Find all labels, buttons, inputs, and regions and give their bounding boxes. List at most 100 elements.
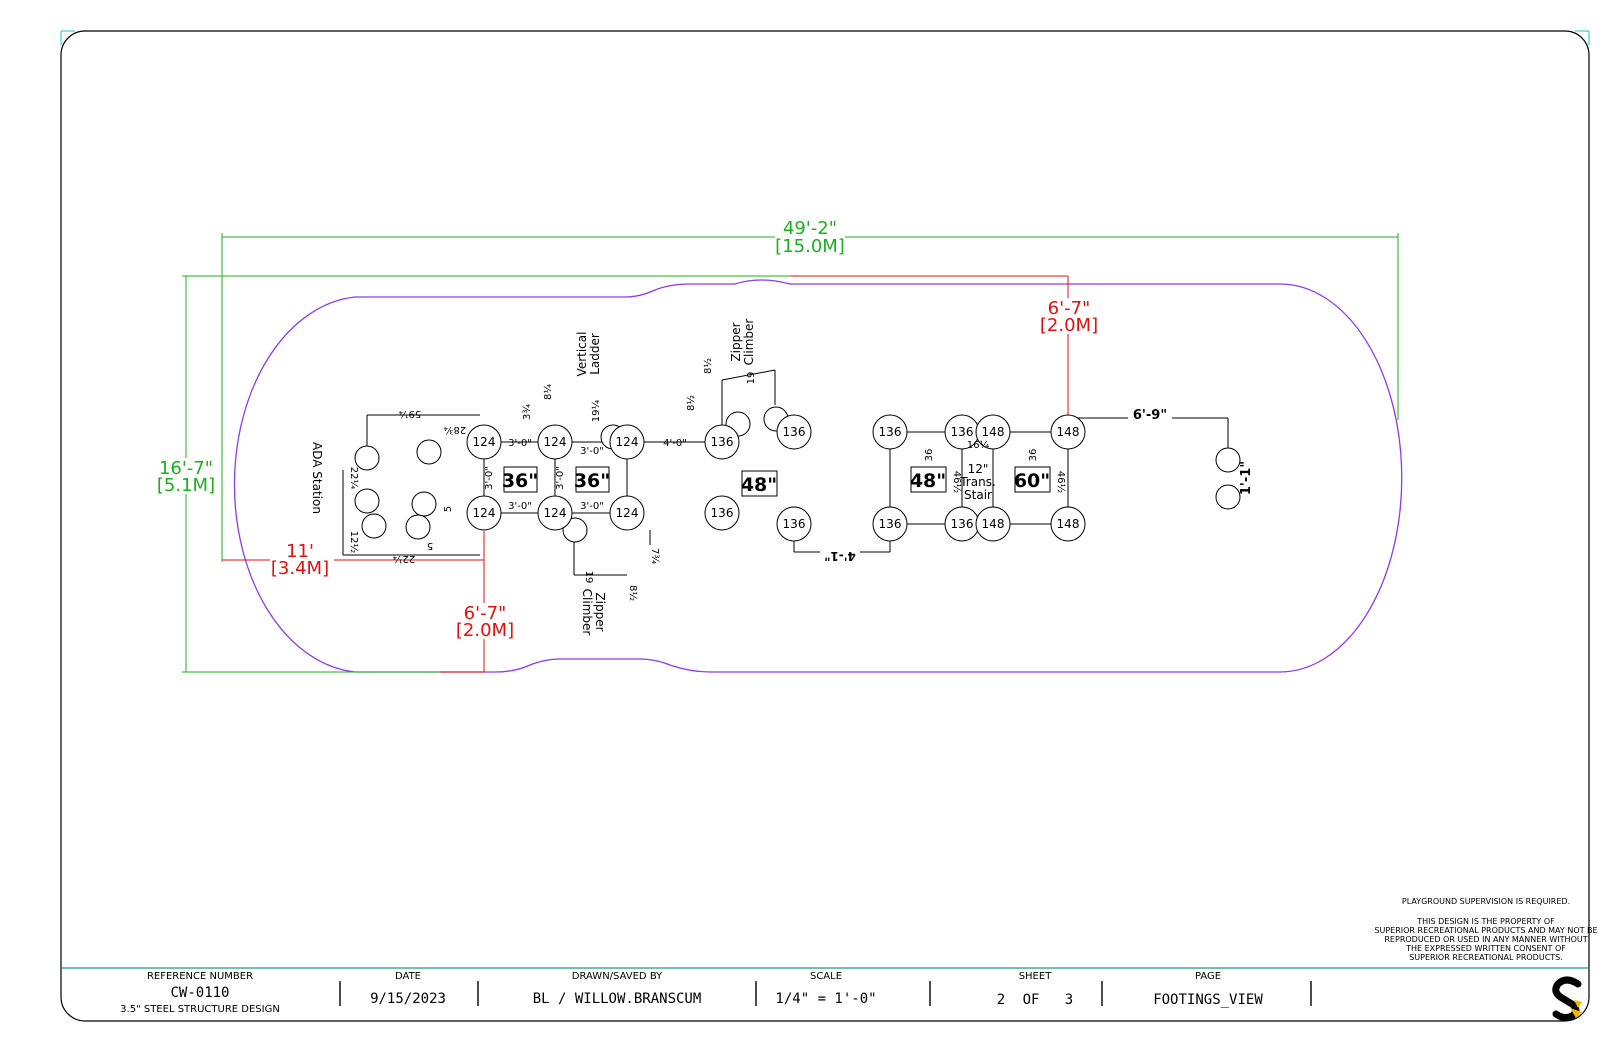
- deck-height-label: 36": [502, 470, 538, 492]
- spacing-label: 8½: [685, 395, 697, 411]
- post-footings: 124 124 124 124 124 124 136 136 136 136 …: [466, 414, 1086, 542]
- spacing-label: 59¼: [398, 408, 421, 420]
- left-offset-dimension: 11' [3.4M]: [222, 541, 484, 579]
- svg-text:124: 124: [616, 435, 639, 449]
- spacing-label: 5: [427, 540, 433, 551]
- overall-depth-ft: 16'-7": [159, 458, 213, 479]
- zipper-top-label-line2: Climber: [742, 319, 756, 366]
- zipper-bot-label-line2: Climber: [580, 589, 594, 636]
- overall-depth-m: [5.1M]: [157, 475, 215, 496]
- svg-text:124: 124: [616, 506, 639, 520]
- spacing-label: 22¼: [348, 467, 360, 490]
- corner-mark-top-right: [1575, 30, 1590, 45]
- overall-depth-dimension: 16'-7" [5.1M]: [156, 275, 800, 673]
- post-footing: 124: [537, 495, 573, 531]
- spacing-label: 36: [924, 449, 935, 462]
- date-label: DATE: [395, 971, 421, 982]
- reference-number-value: CW-0110: [170, 985, 229, 1001]
- svg-text:136: 136: [879, 517, 902, 531]
- sheet-total: 3: [1065, 992, 1073, 1008]
- svg-text:148: 148: [1057, 425, 1080, 439]
- spacing-label: 19¼: [590, 399, 602, 422]
- ladder-label-line1: Vertical: [575, 332, 589, 377]
- post-footing: 148: [975, 414, 1011, 450]
- spacing-label: 19: [583, 571, 594, 584]
- deck-height-label: 36": [574, 470, 610, 492]
- spacing-label: 28¾: [443, 424, 466, 435]
- right-run-dimension: 6'-9": [1133, 408, 1167, 423]
- spacing-label: 8½: [627, 585, 639, 601]
- post-footing: 124: [466, 495, 502, 531]
- sheet-of: OF: [1023, 992, 1040, 1008]
- spacing-labels: 3'-0" 3'-0" 3'-0" 3'-0" 3'-0" 3'-0" 4'-0…: [348, 358, 1067, 602]
- svg-text:124: 124: [473, 435, 496, 449]
- reference-number-label: REFERENCE NUMBER: [147, 971, 253, 982]
- post-footing: 124: [609, 495, 645, 531]
- spacing-label: 46½: [1055, 471, 1067, 494]
- overall-width-dimension: 49'-2" [15.0M]: [221, 218, 1399, 562]
- post-frame-lines: [342, 369, 1229, 576]
- spacing-label: 22¼: [392, 553, 415, 565]
- ladder-label-line2: Ladder: [588, 333, 602, 375]
- scale-label: SCALE: [810, 971, 842, 982]
- bottom-offset-ft: 6'-7": [464, 603, 507, 624]
- svg-text:136: 136: [783, 517, 806, 531]
- sheet-number: 2: [997, 992, 1005, 1008]
- property-note-line: SUPERIOR RECREATIONAL PRODUCTS.: [1409, 953, 1563, 962]
- svg-text:136: 136: [711, 435, 734, 449]
- post-footing: 136: [776, 506, 812, 542]
- title-block: REFERENCE NUMBER CW-0110 3.5" STEEL STRU…: [62, 967, 1588, 1022]
- deck-height-label: 48": [741, 474, 777, 496]
- post-footing: 124: [466, 424, 502, 460]
- deck-height-label: 60": [1014, 470, 1050, 492]
- spacing-label: 3'-0": [555, 466, 566, 490]
- svg-text:136: 136: [711, 506, 734, 520]
- post-footing: 136: [704, 424, 740, 460]
- deck-height-label: 48": [910, 470, 946, 492]
- top-offset-dimension: 6'-7" [2.0M]: [790, 275, 1100, 418]
- svg-text:136: 136: [951, 517, 974, 531]
- spacing-label: 8½: [702, 358, 714, 374]
- svg-text:124: 124: [473, 506, 496, 520]
- deck-heights: 36" 36" 48" 48" 60": [502, 466, 1051, 497]
- sheet-label: SHEET: [1019, 971, 1053, 982]
- spacing-label: 5: [443, 506, 454, 512]
- post-footing: 148: [975, 506, 1011, 542]
- spacing-label: 4'-0": [663, 438, 687, 449]
- spacing-label: 3'-0": [508, 438, 532, 449]
- post-footing: 136: [944, 506, 980, 542]
- left-offset-ft: 11': [286, 541, 314, 562]
- stair-label-line1: 12": [968, 462, 989, 476]
- svg-text:136: 136: [783, 425, 806, 439]
- post-footing: 136: [704, 495, 740, 531]
- overall-width-ft: 49'-2": [783, 218, 837, 239]
- superior-s-logo-icon: [1552, 976, 1582, 1022]
- spacing-label: 46½: [951, 471, 963, 494]
- property-note-line: SUPERIOR RECREATIONAL PRODUCTS AND MAY N…: [1374, 926, 1597, 935]
- ada-station-label: ADA Station: [310, 442, 324, 514]
- page-value: FOOTINGS_VIEW: [1153, 992, 1263, 1008]
- bottom-run-dimension: 4'-1": [824, 549, 856, 563]
- bottom-offset-dimension: 6'-7" [2.0M]: [440, 531, 515, 673]
- zipper-top-label-line1: Zipper: [729, 322, 743, 361]
- svg-text:148: 148: [982, 425, 1005, 439]
- page-label: PAGE: [1195, 971, 1221, 982]
- playground-boundary-outline: [233, 279, 1403, 673]
- svg-text:124: 124: [544, 435, 567, 449]
- post-footing: 136: [872, 506, 908, 542]
- right-drop-dimension: 1'-1": [1239, 461, 1254, 495]
- spacing-label: 19: [746, 372, 757, 385]
- spacing-label: 3¾: [522, 404, 533, 420]
- post-footing: 148: [1050, 506, 1086, 542]
- overall-width-m: [15.0M]: [775, 236, 845, 257]
- left-offset-m: [3.4M]: [271, 558, 329, 579]
- post-footing: 124: [537, 424, 573, 460]
- post-footing: 136: [776, 414, 812, 450]
- reference-description: 3.5" STEEL STRUCTURE DESIGN: [120, 1004, 280, 1015]
- spacing-label: 3'-0": [580, 501, 604, 512]
- stair-label-line3: Stair: [964, 488, 992, 502]
- zipper-bot-label-line1: Zipper: [593, 592, 607, 631]
- spacing-label: 16¼: [967, 439, 990, 451]
- post-footing: 124: [609, 424, 645, 460]
- post-footing: 136: [872, 414, 908, 450]
